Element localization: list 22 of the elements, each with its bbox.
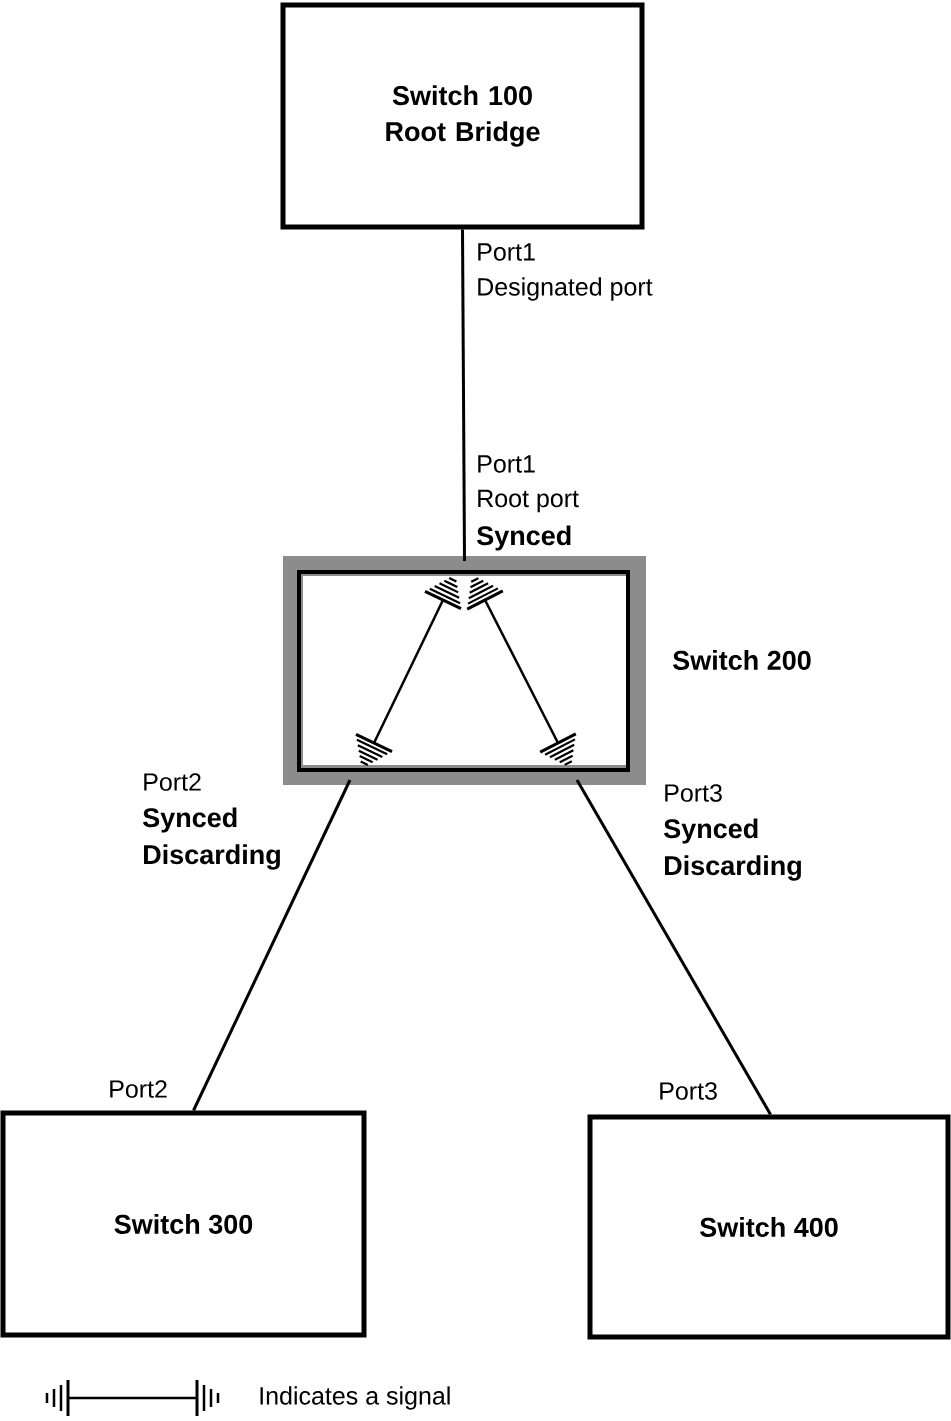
switch-box: Switch 100 Root Bridge — [280, 2, 645, 230]
switch-box: Switch 200 — [283, 556, 811, 785]
link-line — [461, 229, 466, 561]
switch-box: Switch 300 — [0, 1110, 367, 1338]
port-label: Discarding — [665, 855, 801, 881]
port-label: Designated port — [478, 277, 653, 301]
link-line — [192, 779, 352, 1112]
legend-text: Indicates a signal — [260, 1386, 450, 1410]
port-label: Port1 — [478, 243, 535, 261]
port-label: Synced — [664, 818, 758, 844]
port-label: Synced — [143, 807, 237, 833]
port-label: Synced — [477, 525, 571, 551]
port-label: Port2 — [110, 1080, 167, 1098]
port-label: Port3 — [665, 784, 722, 802]
node-label: Switch 200 — [672, 650, 811, 670]
port-label: Discarding — [144, 844, 280, 870]
switch-box: Switch 400 — [587, 1114, 951, 1340]
port-label: Root port — [478, 489, 579, 513]
link-line — [575, 779, 772, 1116]
port-label: Port1 — [478, 455, 535, 473]
port-label: Port3 — [660, 1082, 717, 1100]
port-label: Port2 — [144, 773, 201, 791]
